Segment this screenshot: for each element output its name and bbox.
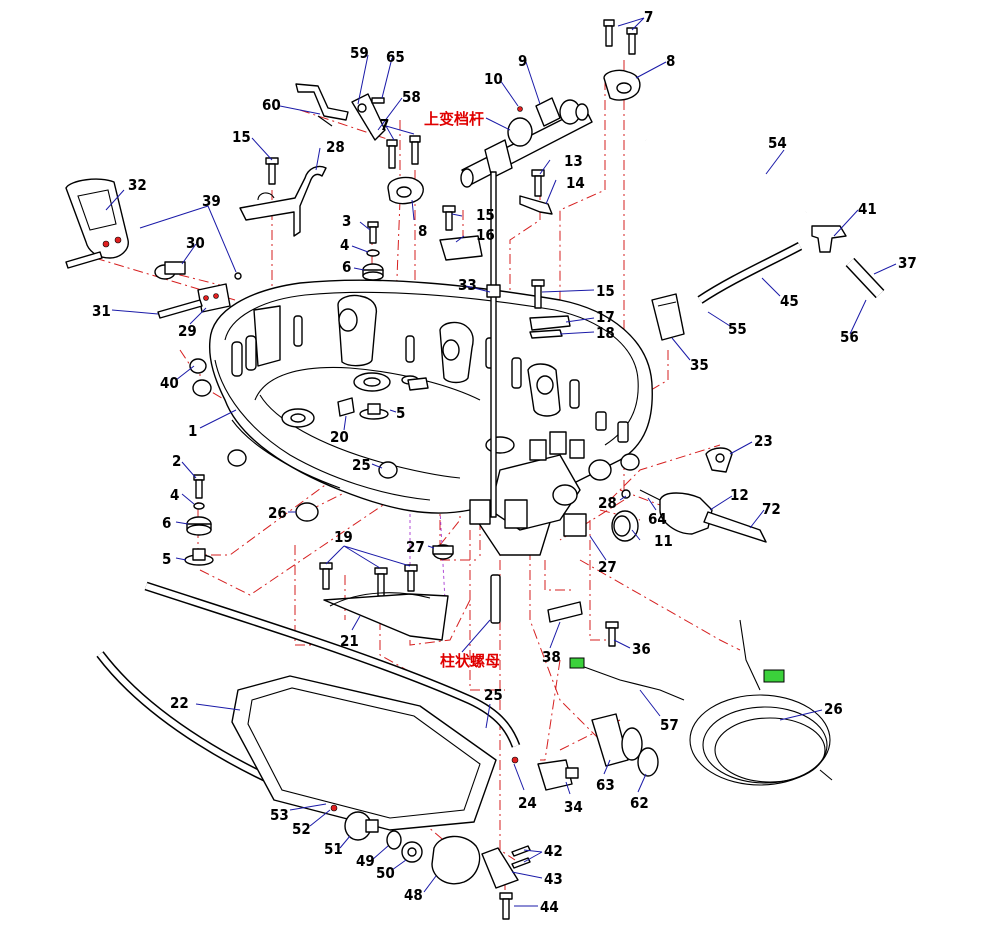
label-50: 48 xyxy=(404,886,423,904)
label-65: 65 xyxy=(386,48,405,66)
label-8b: 8 xyxy=(418,222,427,240)
label-24: 24 xyxy=(518,794,537,812)
label-5b: 5 xyxy=(396,404,405,422)
label-49: 45 xyxy=(780,292,799,310)
label-44: 40 xyxy=(160,374,179,392)
label-38: 34 xyxy=(564,798,583,816)
part-number-labels: 7 8 9 10 59 65 58 60 7 15 28 13 14 8 15 … xyxy=(92,8,917,916)
label-52: 50 xyxy=(376,864,395,882)
misc-parts xyxy=(65,83,767,641)
label-17: 18 xyxy=(596,324,615,342)
label-33: 29 xyxy=(178,322,197,340)
note-column-nut: 柱状螺母 xyxy=(440,652,500,670)
shift-lever-assembly xyxy=(387,69,641,518)
label-2: 2 xyxy=(172,452,181,470)
label-62: 62 xyxy=(630,794,649,812)
label-58: 57 xyxy=(660,716,679,734)
label-61: 60 xyxy=(262,96,281,114)
label-7b: 7 xyxy=(380,116,389,134)
label-23: 23 xyxy=(754,432,773,450)
label-14: 14 xyxy=(566,174,585,192)
label-36: 32 xyxy=(128,176,147,194)
label-20: 20 xyxy=(330,428,349,446)
label-6a: 6 xyxy=(342,258,351,276)
label-32: 28 xyxy=(326,138,345,156)
label-31: 27 xyxy=(406,538,425,556)
label-37: 33 xyxy=(458,276,477,294)
label-7: 7 xyxy=(644,8,653,26)
label-11: 11 xyxy=(654,532,673,550)
label-72: 72 xyxy=(762,500,781,518)
label-1: 1 xyxy=(188,422,197,440)
label-8: 8 xyxy=(666,52,675,70)
label-15a: 15 xyxy=(232,128,251,146)
label-56: 54 xyxy=(768,134,787,152)
label-64: 64 xyxy=(648,510,667,528)
label-9: 9 xyxy=(518,52,527,70)
label-29: 25 xyxy=(352,456,371,474)
label-21: 21 xyxy=(340,632,359,650)
label-45: 41 xyxy=(858,200,877,218)
label-34: 30 xyxy=(186,234,205,252)
label-6b: 6 xyxy=(162,514,171,532)
label-28: 28 xyxy=(598,494,617,512)
label-41: 37 xyxy=(898,254,917,272)
label-42: 38 xyxy=(542,648,561,666)
label-51: 49 xyxy=(356,852,375,870)
label-54: 52 xyxy=(292,820,311,838)
label-30: 26 xyxy=(268,504,287,522)
label-4a: 4 xyxy=(340,236,349,254)
leader-lines xyxy=(105,17,897,907)
label-3: 3 xyxy=(342,212,351,230)
label-46: 42 xyxy=(544,842,563,860)
label-22: 22 xyxy=(170,694,189,712)
label-53: 51 xyxy=(324,840,343,858)
label-35: 31 xyxy=(92,302,111,320)
label-59: 58 xyxy=(402,88,421,106)
label-19: 19 xyxy=(334,528,353,546)
label-4b: 4 xyxy=(170,486,179,504)
label-40: 36 xyxy=(632,640,651,658)
label-15b: 15 xyxy=(476,206,495,224)
label-48: 44 xyxy=(540,898,559,916)
label-43: 39 xyxy=(202,192,221,210)
label-25: 25 xyxy=(484,686,503,704)
label-15c: 15 xyxy=(596,282,615,300)
label-63: 63 xyxy=(596,776,615,794)
label-5a: 5 xyxy=(162,550,171,568)
label-55: 53 xyxy=(270,806,289,824)
label-26: 26 xyxy=(824,700,843,718)
label-18: 16 xyxy=(476,226,495,244)
label-47: 43 xyxy=(544,870,563,888)
label-60: 59 xyxy=(350,44,369,62)
label-57a: 55 xyxy=(728,320,747,338)
label-13: 13 xyxy=(564,152,583,170)
bottom-cowling xyxy=(208,279,653,556)
label-10: 10 xyxy=(484,70,503,88)
label-27: 27 xyxy=(598,558,617,576)
label-39: 35 xyxy=(690,356,709,374)
label-16: 17 xyxy=(596,308,615,326)
note-upper-shift-lever: 上变档杆 xyxy=(424,110,484,128)
label-12: 12 xyxy=(730,486,749,504)
label-57b: 56 xyxy=(840,328,859,346)
hoses-and-harness xyxy=(96,137,885,889)
